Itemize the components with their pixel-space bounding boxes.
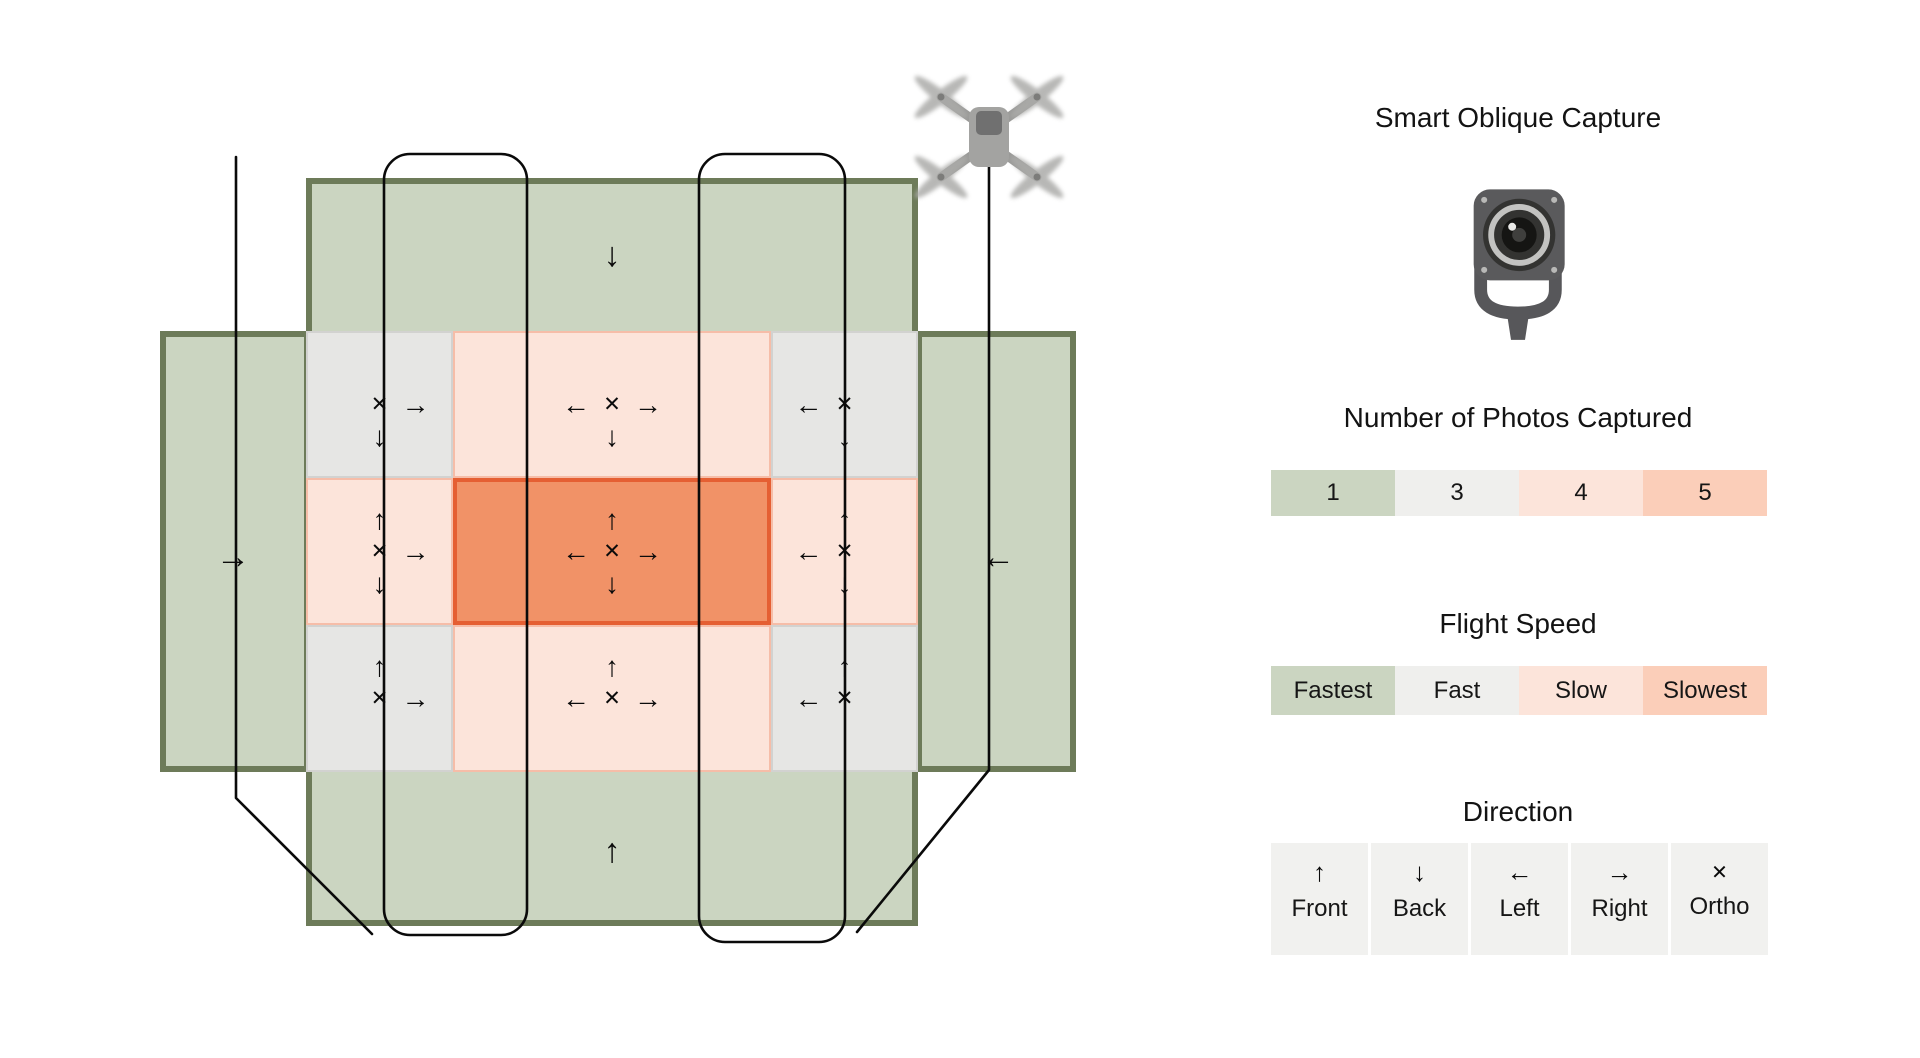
drone-icon bbox=[914, 76, 1064, 198]
front-arrow-icon: ↑ bbox=[1313, 857, 1326, 887]
left-arrow-icon: ← bbox=[562, 388, 590, 420]
grid-cell-top-center: ← ✕ → ↓ bbox=[453, 331, 771, 478]
right-arrow-icon: → bbox=[216, 538, 250, 576]
capture-directions-center: ↑ ← ✕ → ↓ bbox=[558, 504, 666, 600]
right-arrow-icon: → bbox=[401, 535, 430, 567]
front-arrow-icon: ↑ bbox=[603, 832, 621, 870]
speed-swatch-fastest: Fastest bbox=[1271, 666, 1395, 715]
grid-cell-bottom-left: ↑ ✕ → bbox=[306, 625, 453, 772]
back-arrow-icon: ↓ bbox=[1413, 857, 1426, 887]
grid-cell-top-right: ← ✕ ↓ bbox=[771, 331, 918, 478]
speed-swatch-fast: Fast bbox=[1395, 666, 1519, 715]
ortho-arrow-icon: ✕ bbox=[603, 393, 621, 416]
speed-section-title: Flight Speed bbox=[1439, 608, 1597, 639]
right-arrow-icon: → bbox=[1606, 857, 1633, 887]
direction-label-ortho: Ortho bbox=[1689, 893, 1750, 920]
direction-item-ortho: ✕ Ortho bbox=[1671, 843, 1768, 955]
photos-swatch-5: 5 bbox=[1643, 470, 1767, 516]
capture-directions-top-right: ← ✕ ↓ bbox=[791, 357, 899, 453]
left-arrow-icon: ← bbox=[1506, 857, 1533, 887]
front-arrow-icon: ↑ bbox=[372, 650, 387, 682]
legend-title: Smart Oblique Capture bbox=[1374, 102, 1662, 133]
ortho-arrow-icon: ✕ bbox=[370, 393, 389, 416]
capture-directions-middle-left: ↑ ✕ → ↓ bbox=[326, 504, 434, 600]
direction-section-title: Direction bbox=[1462, 796, 1574, 827]
capture-directions-top-left: ✕ → ↓ bbox=[326, 357, 434, 453]
direction-item-right: → Right bbox=[1571, 843, 1668, 955]
back-arrow-icon: ↓ bbox=[605, 420, 619, 452]
left-arrow-icon: ← bbox=[794, 535, 823, 567]
grid-cell-top-left: ✕ → ↓ bbox=[306, 331, 453, 478]
left-arrow-icon: ← bbox=[794, 388, 823, 420]
ortho-arrow-icon: ✕ bbox=[370, 540, 389, 563]
ortho-arrow-icon: ✕ bbox=[370, 687, 389, 710]
direction-legend-row: ↑ Front ↓ Back ← Left → Right ✕ Ortho bbox=[1271, 843, 1768, 955]
right-arrow-icon: → bbox=[634, 388, 662, 420]
direction-item-left: ← Left bbox=[1471, 843, 1568, 955]
photos-section-title: Number of Photos Captured bbox=[1343, 402, 1693, 433]
photos-swatch-1: 1 bbox=[1271, 470, 1395, 516]
back-arrow-icon: ↓ bbox=[837, 567, 852, 599]
speed-swatch-slowest: Slowest bbox=[1643, 666, 1767, 715]
left-arrow-icon: ← bbox=[981, 538, 1015, 576]
right-arrow-icon: → bbox=[401, 682, 430, 714]
capture-directions-middle-right: ↑ ← ✕ ↓ bbox=[791, 504, 899, 600]
right-arrow-icon: → bbox=[634, 535, 662, 567]
direction-item-back: ↓ Back bbox=[1371, 843, 1468, 955]
capture-directions-top-center: ← ✕ → ↓ bbox=[558, 357, 666, 453]
back-arrow-icon: ↓ bbox=[605, 567, 619, 599]
front-arrow-icon: ↑ bbox=[605, 650, 619, 682]
back-arrow-icon: ↓ bbox=[372, 420, 387, 452]
direction-label-left: Left bbox=[1499, 895, 1540, 922]
speed-swatch-slow: Slow bbox=[1519, 666, 1643, 715]
front-arrow-icon: ↑ bbox=[837, 650, 852, 682]
grid-cell-bottom-center: ↑ ← ✕ → bbox=[453, 625, 771, 772]
capture-directions-bottom-right: ↑ ← ✕ bbox=[791, 651, 899, 747]
front-arrow-icon: ↑ bbox=[372, 503, 387, 535]
grid-cell-middle-right: ↑ ← ✕ ↓ bbox=[771, 478, 918, 625]
left-arrow-icon: ← bbox=[794, 682, 823, 714]
right-arrow-icon: → bbox=[401, 388, 430, 420]
right-arrow-icon: → bbox=[634, 682, 662, 714]
grid-cell-bottom-right: ↑ ← ✕ bbox=[771, 625, 918, 772]
grid-cell-middle-left: ↑ ✕ → ↓ bbox=[306, 478, 453, 625]
capture-directions-bottom-left: ↑ ✕ → bbox=[326, 651, 434, 747]
left-arrow-icon: ← bbox=[562, 535, 590, 567]
front-arrow-icon: ↑ bbox=[837, 503, 852, 535]
back-arrow-icon: ↓ bbox=[372, 567, 387, 599]
photos-swatch-4: 4 bbox=[1519, 470, 1643, 516]
ortho-arrow-icon: ✕ bbox=[1711, 862, 1728, 884]
ortho-arrow-icon: ✕ bbox=[603, 687, 621, 710]
direction-label-right: Right bbox=[1591, 895, 1648, 922]
photos-swatch-3: 3 bbox=[1395, 470, 1519, 516]
back-arrow-icon: ↓ bbox=[837, 420, 852, 452]
ortho-arrow-icon: ✕ bbox=[835, 393, 854, 416]
capture-grid: ✕ → ↓ ← ✕ → ↓ ← ✕ ↓ ↑ ✕ → ↓ ↑ ← ✕ → ↓ ↑ ← ✕ ↓ ↑ ✕ → ↑ ← ✕ → ↑ ← ✕ bbox=[306, 331, 918, 772]
ortho-arrow-icon: ✕ bbox=[835, 540, 854, 563]
direction-label-back: Back bbox=[1392, 895, 1447, 922]
left-arrow-icon: ← bbox=[562, 682, 590, 714]
grid-cell-center: ↑ ← ✕ → ↓ bbox=[453, 478, 771, 625]
ortho-arrow-icon: ✕ bbox=[835, 687, 854, 710]
camera-gimbal-icon bbox=[1473, 189, 1565, 340]
ortho-arrow-icon: ✕ bbox=[603, 540, 621, 563]
front-arrow-icon: ↑ bbox=[605, 503, 619, 535]
direction-item-front: ↑ Front bbox=[1271, 843, 1368, 955]
back-arrow-icon: ↓ bbox=[603, 236, 621, 274]
capture-directions-bottom-center: ↑ ← ✕ → bbox=[558, 651, 666, 747]
direction-label-front: Front bbox=[1291, 895, 1348, 922]
